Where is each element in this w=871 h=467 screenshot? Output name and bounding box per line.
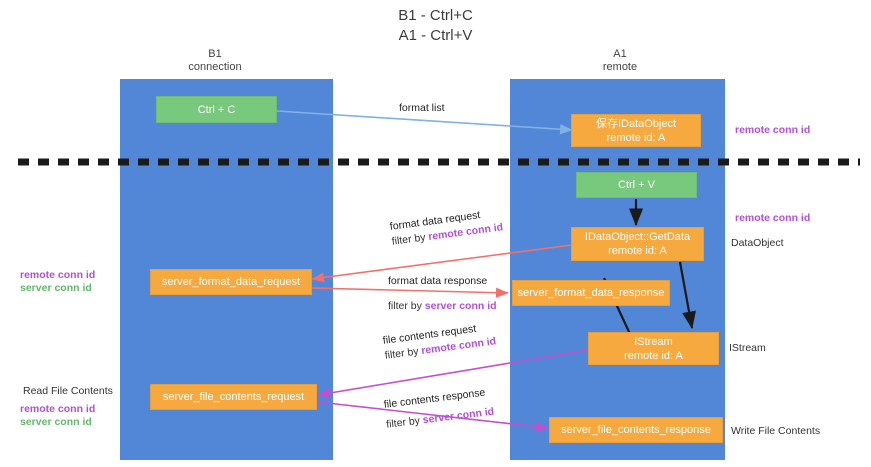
label-istream: IStream (729, 342, 766, 354)
node-istream-title: IStream (634, 335, 673, 348)
node-server-format-data-response-label: server_format_data_response (517, 287, 665, 299)
node-server-format-data-request[interactable]: server_format_data_request (150, 269, 312, 295)
edge-label-format-list: format list (399, 101, 445, 116)
filter-prefix-3: filter by (384, 345, 423, 362)
filter-value-2: server conn id (424, 300, 497, 312)
node-server-file-contents-response[interactable]: server_file_contents_response (549, 417, 723, 443)
node-server-format-data-request-label: server_format_data_request (161, 276, 301, 288)
lane-header-a1: A1 remote (560, 48, 680, 74)
node-idataobject-getdata-title: IDataObject::GetData (584, 231, 691, 243)
node-server-file-contents-request-label: server_file_contents_request (162, 391, 305, 403)
node-ctrl-v[interactable]: Ctrl + V (576, 172, 697, 198)
label-remote-conn-id-mid: remote conn id (735, 212, 811, 224)
label-read-file-contents: Read File Contents (23, 385, 113, 397)
node-save-idataobject-title: 保存IDataObject (595, 117, 677, 130)
title-line-1: B1 - Ctrl+C (398, 7, 473, 24)
filter-prefix-2: filter by (388, 300, 425, 312)
label-left-server-conn-id-1: server conn id (20, 282, 92, 294)
edge-label-format-data-request: format data request filter by remote con… (389, 205, 504, 249)
filter-prefix-1: filter by (391, 231, 430, 248)
title-line-2: A1 - Ctrl+V (398, 27, 473, 44)
node-server-file-contents-response-label: server_file_contents_response (561, 424, 711, 436)
label-left-server-conn-id-2: server conn id (20, 416, 92, 428)
node-ctrl-c[interactable]: Ctrl + C (156, 96, 277, 123)
label-left-remote-conn-id-2: remote conn id (20, 403, 96, 415)
node-save-idataobject-subtitle: remote id: A (606, 131, 666, 144)
node-idataobject-getdata-subtitle: remote id: A (608, 245, 667, 257)
node-istream-subtitle: remote id: A (624, 349, 683, 362)
filter-prefix-4: filter by (385, 414, 424, 431)
node-ctrl-v-label: Ctrl + V (618, 179, 655, 191)
edge-label-file-contents-response: file contents response filter by server … (383, 385, 495, 433)
lane-header-a1-line2: remote (602, 61, 638, 73)
node-server-file-contents-request[interactable]: server_file_contents_request (150, 384, 317, 410)
edge-label-format-list-text: format list (399, 102, 445, 114)
lane-header-b1: B1 connection (155, 48, 275, 74)
edge-label-format-data-response-filter: filter by server conn id (388, 299, 497, 314)
label-left-remote-conn-id-1: remote conn id (20, 269, 96, 281)
edge-label-file-contents-request: file contents request filter by remote c… (382, 319, 497, 363)
page-title: B1 - Ctrl+C A1 - Ctrl+V (0, 6, 871, 46)
node-server-format-data-response[interactable]: server_format_data_response (512, 280, 670, 306)
node-istream[interactable]: IStream remote id: A (588, 332, 719, 365)
lane-header-a1-line1: A1 (613, 48, 627, 60)
label-dataobject: DataObject (731, 237, 784, 249)
edge-label-format-data-response: format data response filter by server co… (388, 274, 497, 314)
label-write-file-contents: Write File Contents (731, 425, 821, 437)
filter-value-4: server conn id (422, 405, 495, 427)
lane-header-b1-line1: B1 (208, 48, 222, 60)
node-idataobject-getdata[interactable]: IDataObject::GetData remote id: A (571, 227, 704, 261)
node-save-idataobject[interactable]: 保存IDataObject remote id: A (571, 114, 701, 147)
node-ctrl-c-label: Ctrl + C (197, 103, 236, 116)
label-remote-conn-id-top: remote conn id (735, 124, 811, 136)
lane-header-b1-line2: connection (188, 61, 242, 73)
edge-label-format-data-response-text: format data response (388, 275, 488, 287)
